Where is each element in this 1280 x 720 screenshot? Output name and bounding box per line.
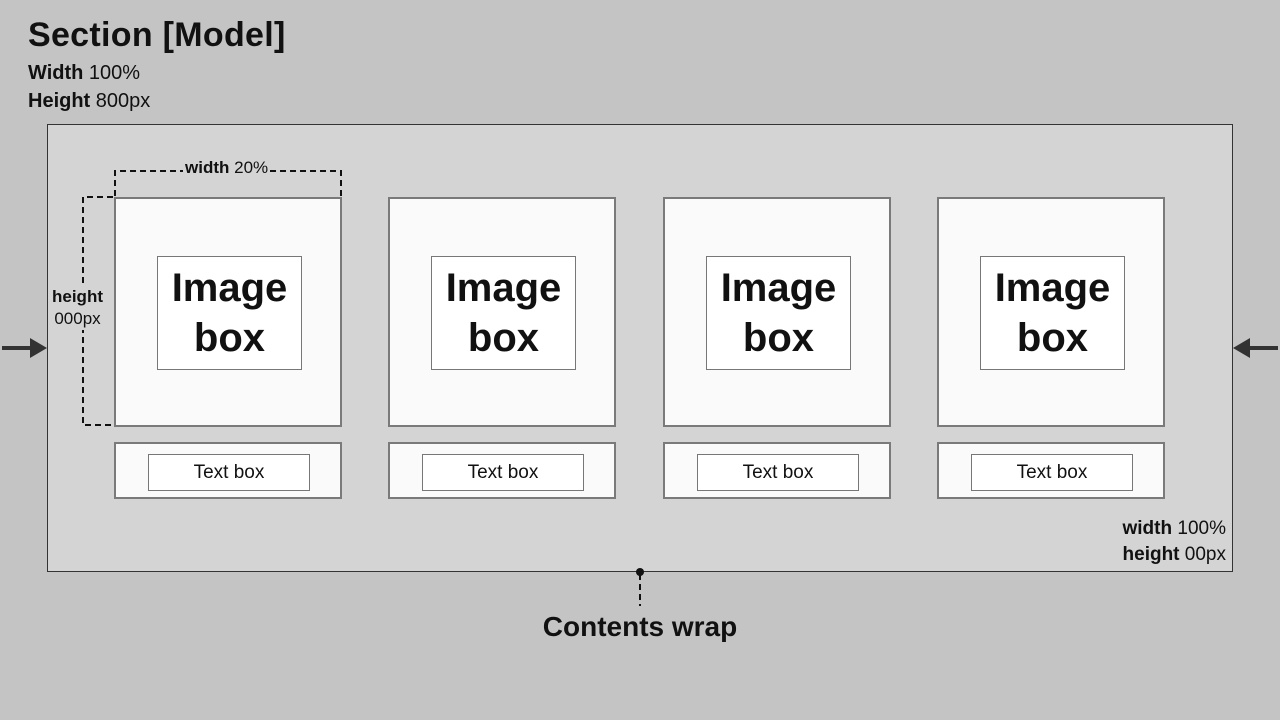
connector-dot [636, 568, 644, 576]
text-card-1: Text box [114, 442, 342, 499]
section-width-spec: Width 100% [28, 62, 140, 85]
image-box-label-line2: box [742, 316, 815, 360]
section-width-value: 100% [88, 62, 141, 84]
section-height-spec: Height 800px [28, 90, 150, 113]
text-box: Text box [422, 454, 584, 491]
wrap-dimensions-label: width 100% height 00px [1123, 516, 1227, 568]
section-height-value: 800px [95, 90, 151, 112]
card-height-value: 000px [54, 309, 101, 328]
wrap-height-key: height [1122, 544, 1180, 565]
text-card-3: Text box [663, 442, 891, 499]
contents-wrap-caption: Contents wrap [542, 611, 738, 642]
section-title: Section [Model] [28, 16, 286, 54]
image-box-label-line1: Image [994, 266, 1111, 310]
image-box: Image box [706, 256, 851, 370]
image-box-label-line2: box [467, 316, 540, 360]
image-card-2: Image box [388, 197, 616, 427]
text-card-4: Text box [937, 442, 1165, 499]
card-width-key: width [185, 158, 230, 177]
image-box-label-line1: Image [720, 266, 837, 310]
arrow-left-icon [1233, 338, 1278, 358]
section-width-key: Width [28, 62, 84, 84]
card-width-label: width 20% [183, 158, 271, 178]
width-dimension-line [114, 170, 342, 196]
card-height-key: height [52, 287, 103, 306]
text-box: Text box [148, 454, 310, 491]
image-box: Image box [157, 256, 302, 370]
card-height-label: height 000px [52, 286, 103, 330]
wrap-width-key: width [1122, 518, 1173, 539]
image-box-label-line2: box [1016, 316, 1089, 360]
arrow-right-icon [2, 338, 47, 358]
card-width-value: 20% [234, 158, 269, 177]
image-card-1: Image box [114, 197, 342, 427]
text-box: Text box [697, 454, 859, 491]
section-height-key: Height [28, 90, 91, 112]
image-box: Image box [431, 256, 576, 370]
image-box-label-line1: Image [171, 266, 288, 310]
text-box: Text box [971, 454, 1133, 491]
contents-wrap: Image box Text box Image box Text box Imag… [47, 124, 1233, 572]
image-card-3: Image box [663, 197, 891, 427]
image-box-label-line2: box [193, 316, 266, 360]
wrap-width-value: 100% [1177, 518, 1226, 539]
image-box: Image box [980, 256, 1125, 370]
image-box-label-line1: Image [445, 266, 562, 310]
wrap-height-value: 00px [1184, 544, 1226, 565]
text-card-2: Text box [388, 442, 616, 499]
image-card-4: Image box [937, 197, 1165, 427]
